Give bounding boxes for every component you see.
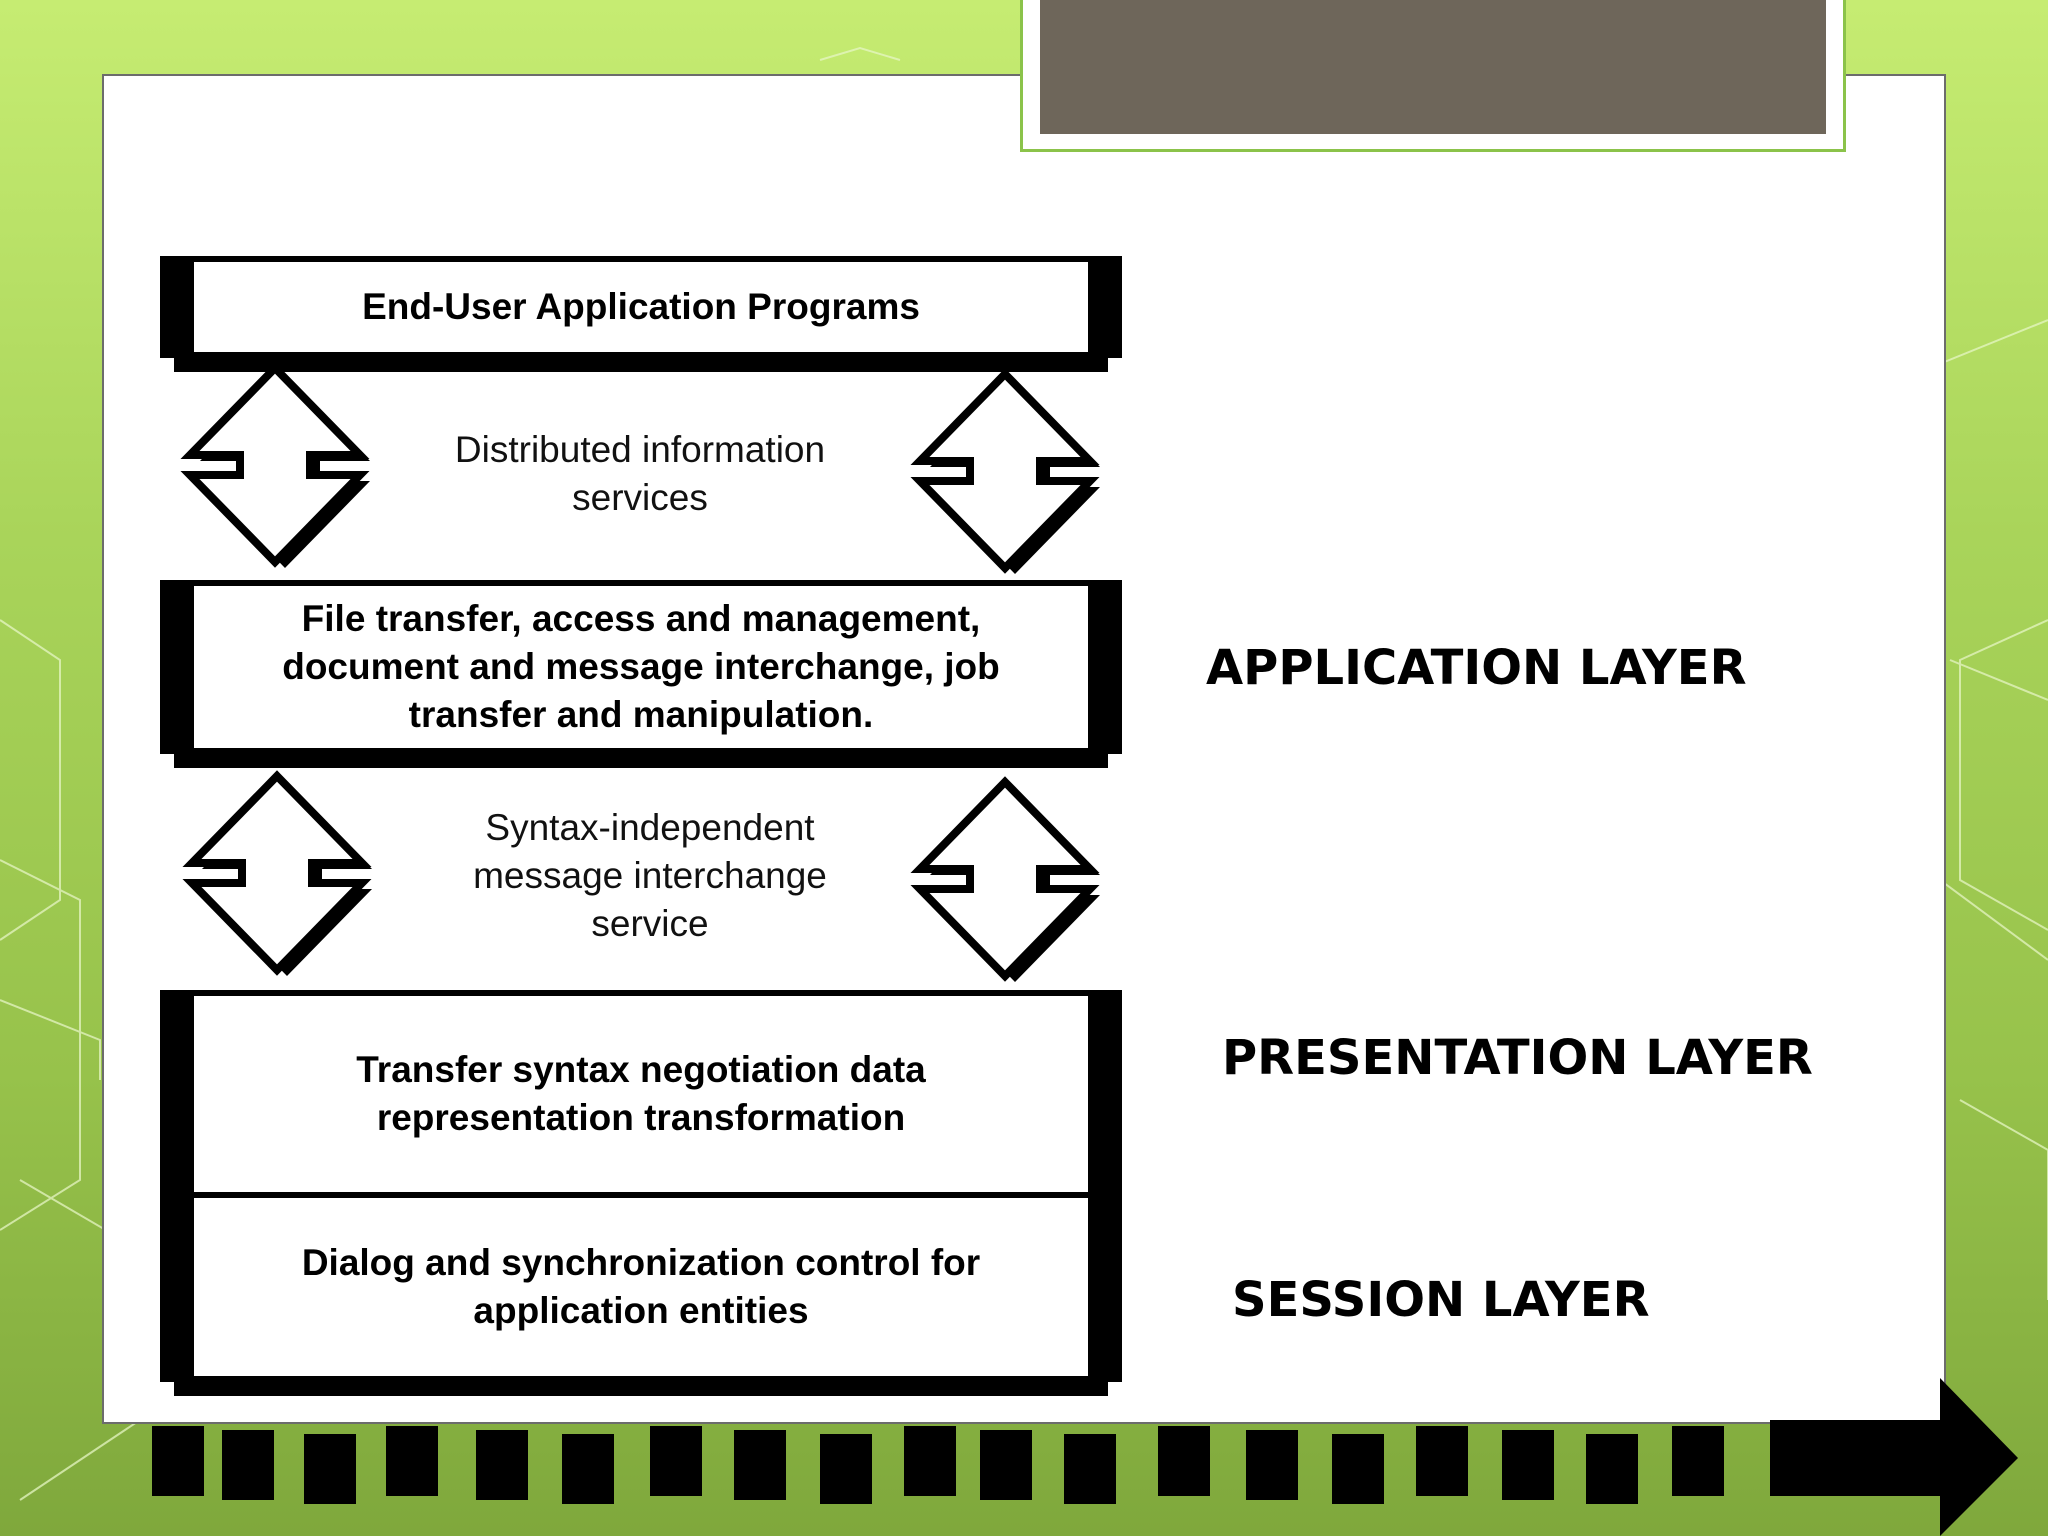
distributed-information-services-label: Distributed information services <box>390 426 890 522</box>
application-layer-label: APPLICATION LAYER <box>1206 640 1747 696</box>
application-line: document and message interchange, job <box>282 646 1000 687</box>
service-line: service <box>591 903 709 944</box>
double-arrow-icon <box>910 368 1100 574</box>
footer-dash <box>476 1430 528 1500</box>
application-line: File transfer, access and management, <box>301 598 981 639</box>
footer-dash <box>1416 1426 1468 1496</box>
footer-dash <box>386 1426 438 1496</box>
service-line: services <box>572 477 708 518</box>
service-line: Syntax-independent <box>485 807 815 848</box>
footer-dash <box>1586 1434 1638 1504</box>
presentation-line: representation transformation <box>376 1097 906 1138</box>
session-line: Dialog and synchronization control for <box>301 1242 981 1283</box>
end-user-application-label: End-User Application Programs <box>362 286 920 327</box>
title-placeholder <box>1040 0 1826 134</box>
footer-dash <box>304 1434 356 1504</box>
footer-arrow-icon <box>1770 1378 2018 1536</box>
service-line: message interchange <box>473 855 827 896</box>
session-line: application entities <box>473 1290 809 1331</box>
footer-dash <box>980 1430 1032 1500</box>
footer-dash <box>1672 1426 1724 1496</box>
footer-dash <box>820 1434 872 1504</box>
service-line: Distributed information <box>454 429 826 470</box>
double-arrow-icon <box>180 362 370 568</box>
presentation-layer-label: PRESENTATION LAYER <box>1222 1030 1813 1086</box>
footer-dash <box>222 1430 274 1500</box>
double-arrow-icon <box>910 776 1100 982</box>
message-interchange-service-label: Syntax-independent message interchange s… <box>400 804 900 948</box>
footer-dash <box>152 1426 204 1496</box>
footer-dash <box>562 1434 614 1504</box>
footer-dash <box>1064 1434 1116 1504</box>
end-user-application-box: End-User Application Programs <box>188 256 1094 358</box>
footer-dash <box>1158 1426 1210 1496</box>
presentation-session-box: Transfer syntax negotiation data represe… <box>188 990 1094 1382</box>
footer-dash <box>1246 1430 1298 1500</box>
application-line: transfer and manipulation. <box>408 694 874 735</box>
presentation-line: Transfer syntax negotiation data <box>356 1049 926 1090</box>
footer-dash <box>734 1430 786 1500</box>
application-functions-box: File transfer, access and management, do… <box>188 580 1094 754</box>
session-section: Dialog and synchronization control for a… <box>194 1198 1088 1376</box>
presentation-section: Transfer syntax negotiation data represe… <box>194 996 1088 1198</box>
double-arrow-icon <box>182 770 372 976</box>
session-layer-label: SESSION LAYER <box>1232 1272 1650 1328</box>
footer-dash <box>650 1426 702 1496</box>
footer-dash <box>904 1426 956 1496</box>
footer-dash <box>1332 1434 1384 1504</box>
footer-dash <box>1502 1430 1554 1500</box>
